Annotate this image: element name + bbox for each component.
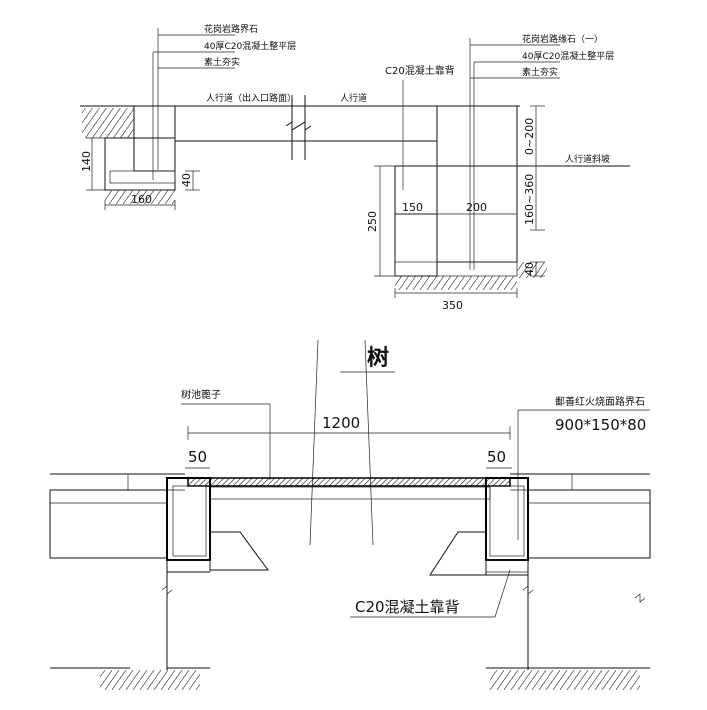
right-dimensions xyxy=(374,105,545,298)
concrete-backing-label-top: C20混凝土靠背 xyxy=(385,64,455,77)
right-base-soil xyxy=(395,276,517,290)
right-sidewalk-slab xyxy=(436,105,518,167)
dim-left-pad: 40 xyxy=(180,173,193,187)
right-curb-inner xyxy=(489,485,525,557)
dim-curb-width: 200 xyxy=(466,201,487,214)
dim-concrete-height: 250 xyxy=(366,211,379,232)
span-dimension xyxy=(187,426,511,440)
right-concrete-base xyxy=(394,213,438,277)
left-gravel-bed xyxy=(166,559,211,573)
dim-total-width: 350 xyxy=(442,299,463,312)
left-callout-3: 素土夯实 xyxy=(204,56,240,68)
curb-label: 鄱善红火烧面路界石 xyxy=(555,395,645,408)
top-curb-section: 花岗岩路界石 40厚C20混凝土整平层 素土夯实 花岗岩路缘石（一） 40厚C2… xyxy=(80,23,630,312)
dim-left-edge: 50 xyxy=(188,448,207,466)
dim-span: 1200 xyxy=(322,414,360,432)
left-callout-1: 花岗岩路界石 xyxy=(204,23,258,35)
left-base-soil xyxy=(105,190,175,204)
grate-label: 树池篦子 xyxy=(181,388,221,401)
left-dimensions xyxy=(86,137,200,210)
right-callout-3: 素土夯实 xyxy=(522,66,558,78)
right-callout-2: 40厚C20混凝土整平层 xyxy=(522,50,614,62)
curb-size: 900*150*80 xyxy=(555,416,646,434)
right-leveling-pad xyxy=(394,261,518,277)
sidewalk-slope-label: 人行道斜坡 xyxy=(565,153,610,165)
dim-right-edge: 50 xyxy=(487,448,506,466)
left-paving-base xyxy=(49,489,168,559)
dim-right-top: 0~200 xyxy=(523,118,536,155)
left-callout-2: 40厚C20混凝土整平层 xyxy=(204,40,296,52)
right-callout-1: 花岗岩路缘石（一） xyxy=(522,33,603,45)
sidewalk-label: 人行道 xyxy=(340,92,367,104)
right-concrete-wedge xyxy=(429,531,487,576)
bottom-left-soil xyxy=(100,670,200,690)
concrete-backing-label-bottom: C20混凝土靠背 xyxy=(355,598,460,616)
dim-left-height: 140 xyxy=(80,151,93,172)
right-ground-soil xyxy=(517,262,547,278)
sidewalk-entrance-label: 人行道（出入口路面） xyxy=(206,92,296,104)
paving-slab xyxy=(174,105,438,142)
dim-right-mid: 160~360 xyxy=(523,174,536,225)
dim-left-width: 160 xyxy=(131,193,152,206)
tree-trunk-lines xyxy=(309,339,395,546)
left-leveling-pad xyxy=(109,170,176,184)
left-concrete-base xyxy=(104,137,176,191)
dim-right-bottom: 40 xyxy=(523,262,536,276)
grate-support xyxy=(209,486,491,500)
left-concrete-wedge xyxy=(209,531,269,571)
right-paving-base xyxy=(527,489,651,559)
tree-title: 树 xyxy=(367,345,389,371)
left-callout-leaders xyxy=(152,28,235,180)
bottom-right-soil xyxy=(490,670,640,690)
bottom-tree-pit-section: 树 树池篦子 鄱善红火烧面路界石 900*150*80 1200 50 50 xyxy=(49,339,651,690)
tree-grate xyxy=(187,477,511,487)
left-ground-soil xyxy=(82,108,134,138)
break-symbol xyxy=(285,95,312,160)
right-gravel-bed xyxy=(485,559,529,573)
left-curb-inner xyxy=(172,485,207,557)
dim-concrete-width: 150 xyxy=(402,201,423,214)
